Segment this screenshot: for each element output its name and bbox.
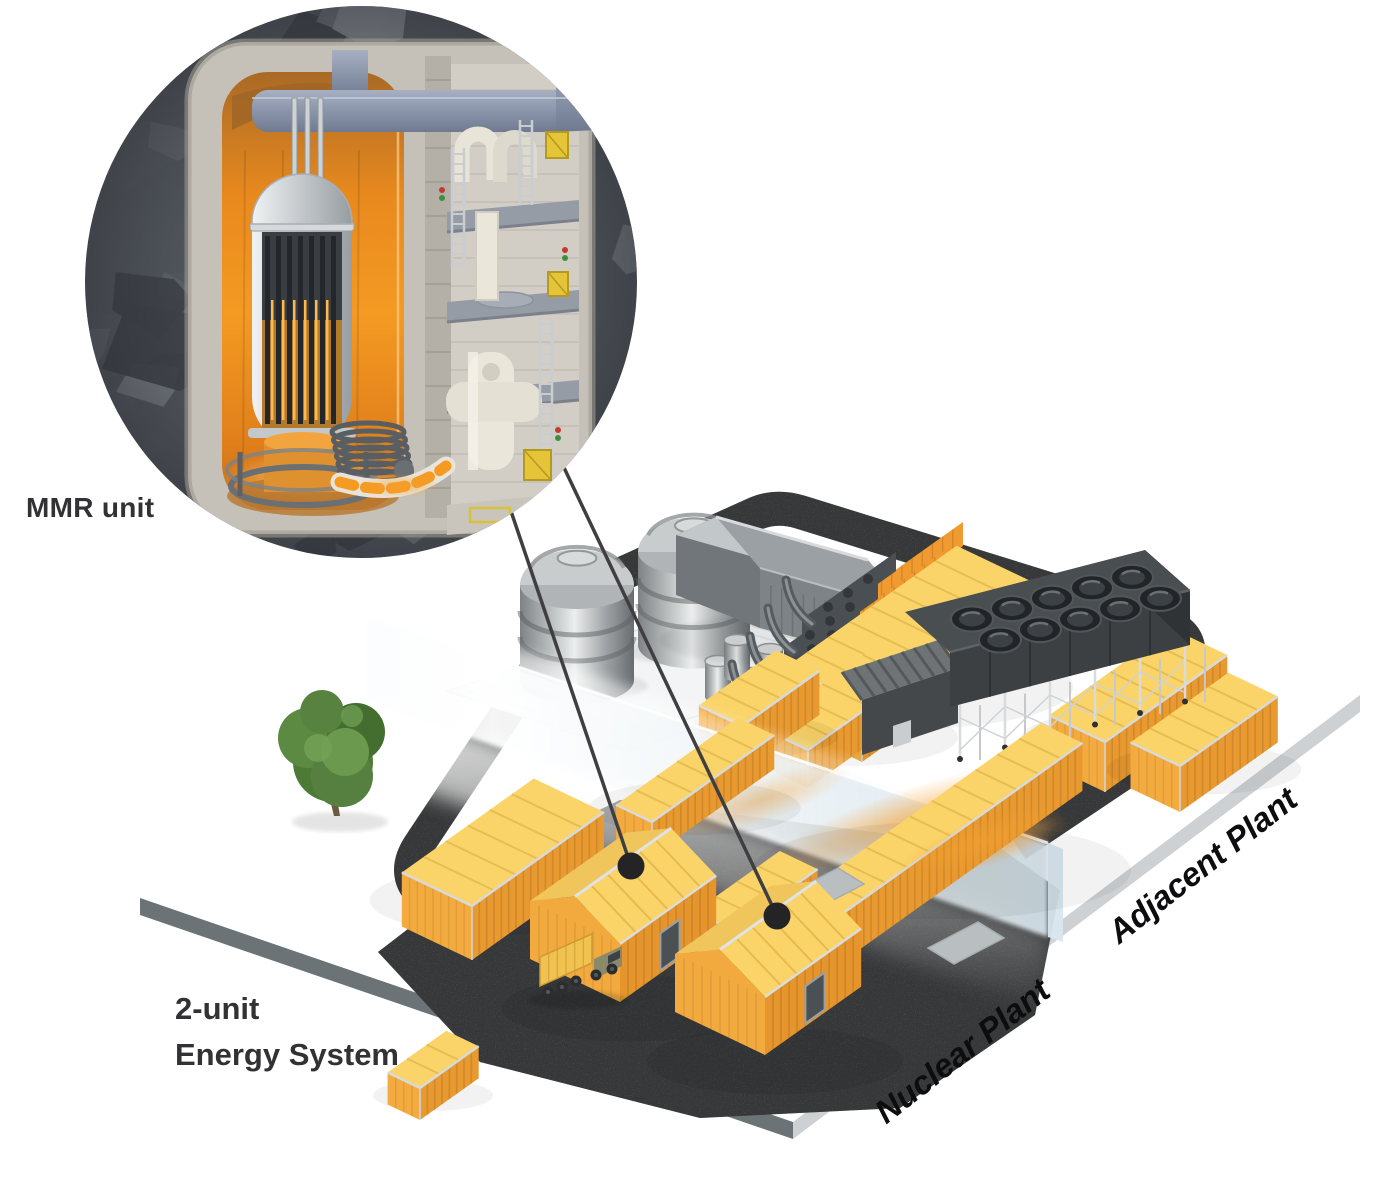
mmr-building xyxy=(646,879,904,1095)
cooling-towers xyxy=(905,550,1206,762)
callout-dot xyxy=(763,902,791,930)
callout-dot xyxy=(617,852,645,880)
energy-system-caption: 2-unit Energy System xyxy=(175,986,399,1078)
ribbed-gray-building xyxy=(840,639,960,755)
container-box xyxy=(1106,672,1302,812)
reactor-vessel xyxy=(248,173,356,445)
mmr-unit-label: MMR unit xyxy=(26,492,155,523)
mmr-unit-inset xyxy=(85,6,637,558)
caption-line-1: 2-unit xyxy=(175,991,260,1026)
transport-truck xyxy=(528,932,628,1009)
caption-line-2: Energy System xyxy=(175,1037,399,1072)
container-box xyxy=(373,1030,494,1120)
tree xyxy=(278,690,388,832)
